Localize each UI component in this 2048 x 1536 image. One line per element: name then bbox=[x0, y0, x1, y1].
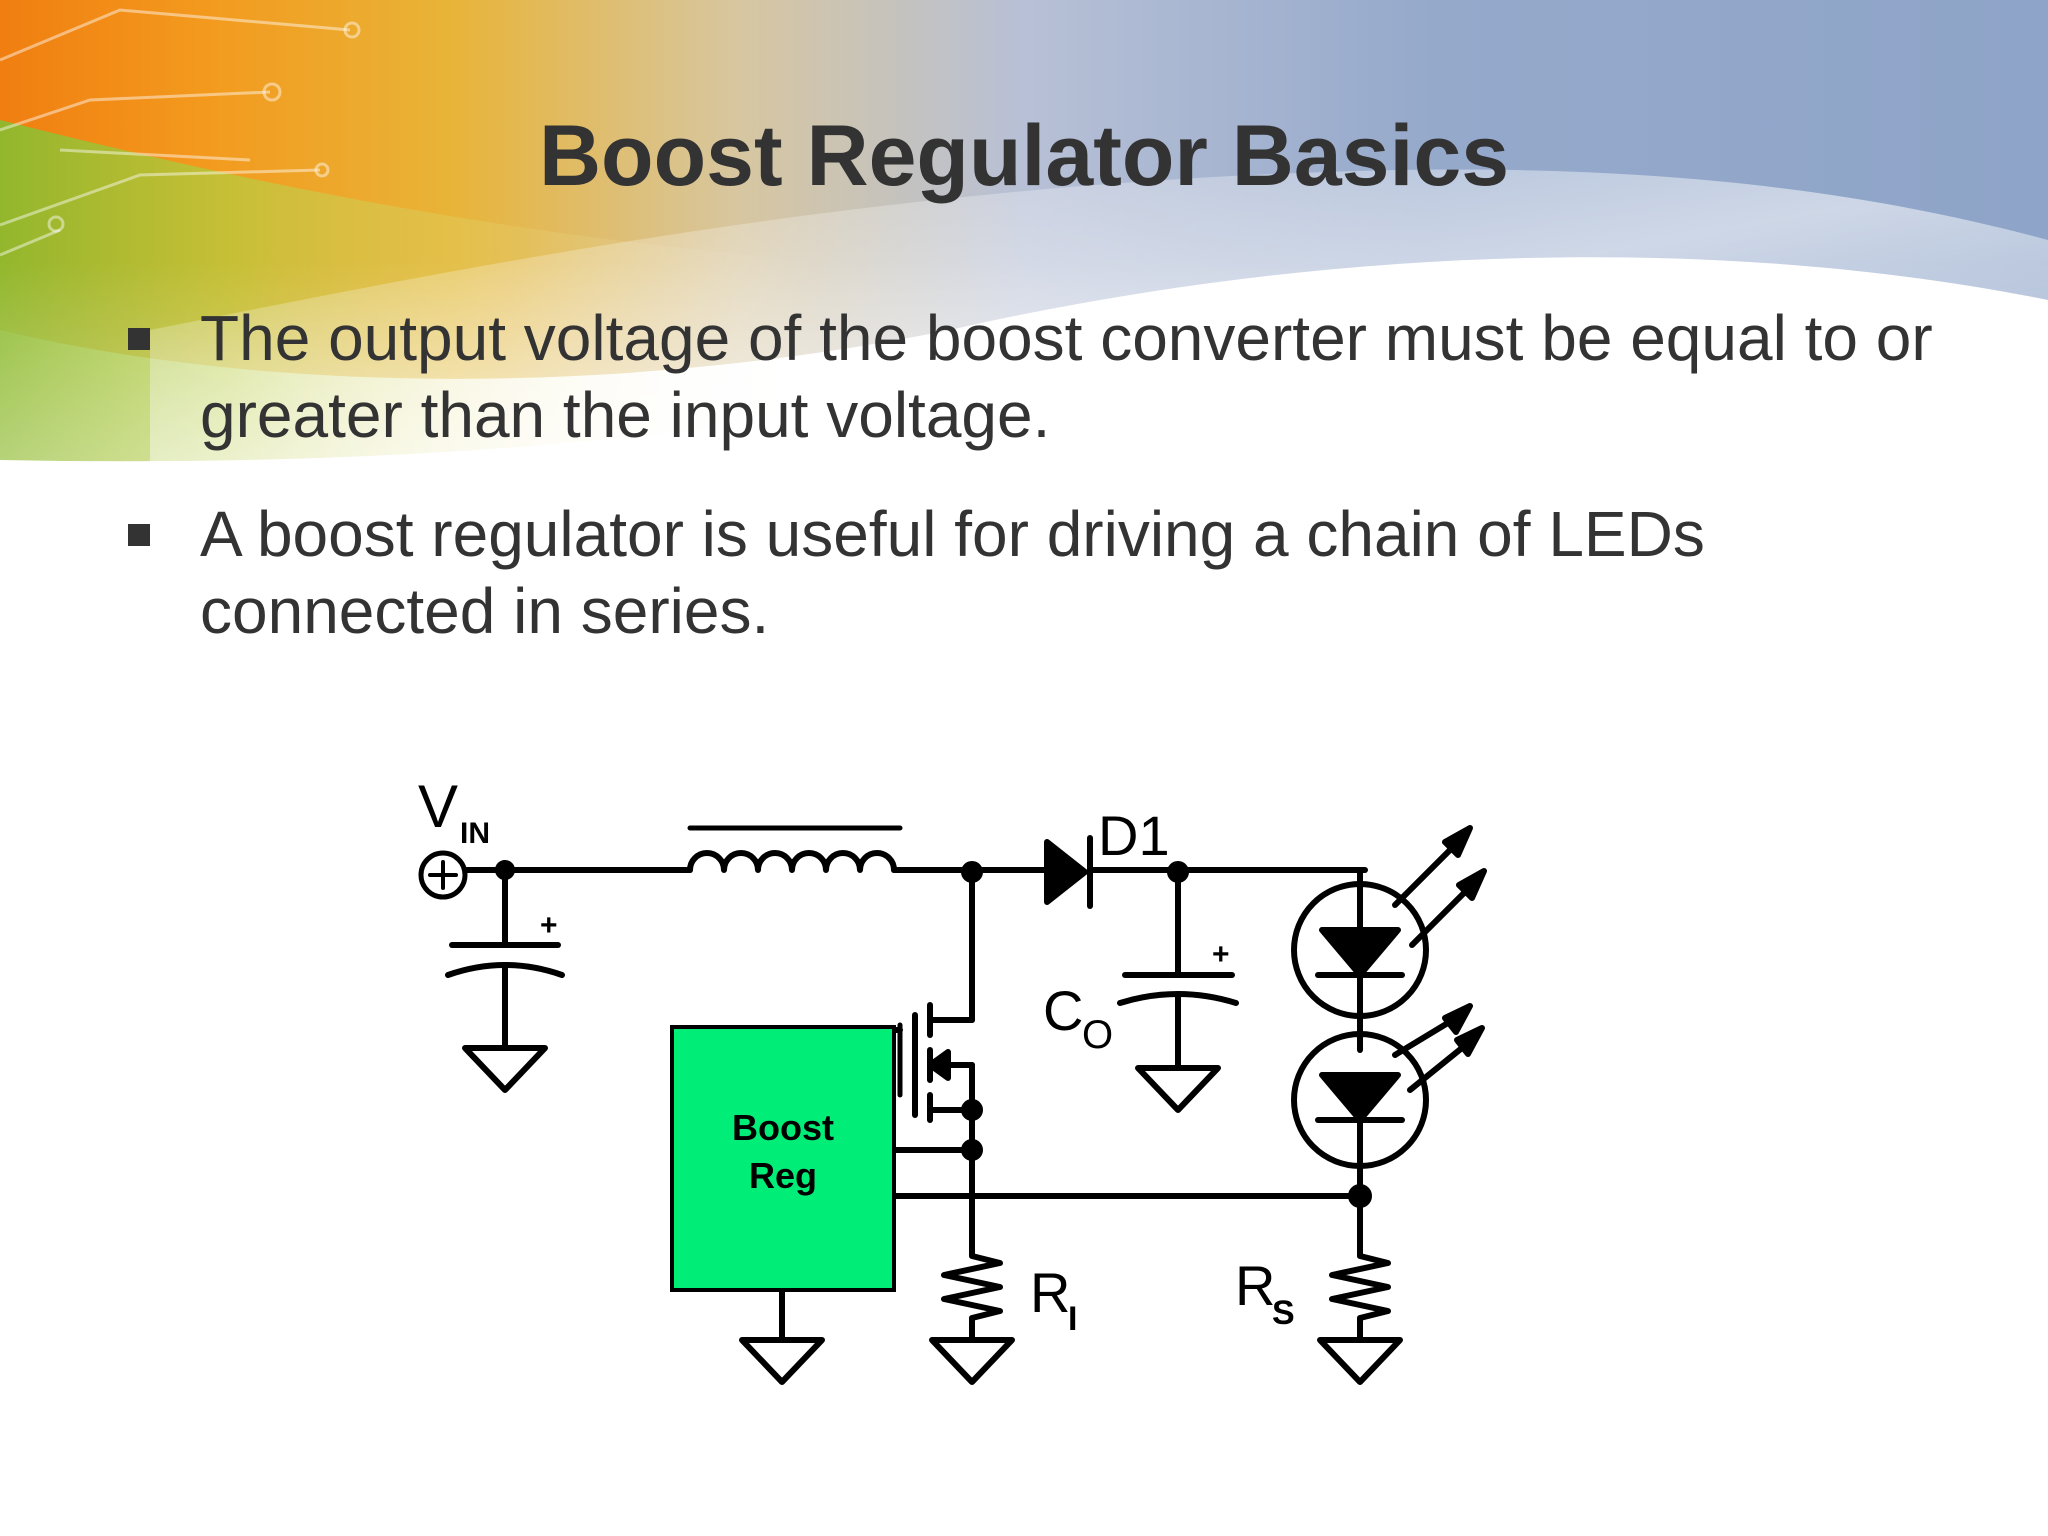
vin-source-icon bbox=[418, 850, 468, 900]
boost-reg-label-line2: Reg bbox=[749, 1155, 817, 1196]
input-cap-polarity: + bbox=[540, 909, 558, 942]
ground-icon bbox=[1317, 1337, 1403, 1385]
resistor-ri-icon bbox=[941, 1245, 1003, 1343]
output-cap-polarity: + bbox=[1212, 938, 1230, 971]
output-capacitor-icon bbox=[1117, 869, 1239, 1071]
co-label-main: C bbox=[1043, 979, 1083, 1042]
rs-label-sub: S bbox=[1272, 1294, 1295, 1332]
rs-label-main: R bbox=[1235, 1254, 1275, 1317]
bullet-text: A boost regulator is useful for driving … bbox=[200, 498, 1705, 647]
ground-icon bbox=[739, 1337, 825, 1385]
inductor-icon bbox=[687, 825, 903, 873]
ground-icon bbox=[929, 1337, 1015, 1385]
ground-icon bbox=[462, 1045, 548, 1093]
diode-d1-label: D1 bbox=[1098, 804, 1170, 867]
boost-regulator-circuit-diagram: Boost Reg V IN + + D1 C O R I R S bbox=[410, 770, 1510, 1440]
bullet-marker bbox=[128, 328, 150, 350]
slide-title: Boost Regulator Basics bbox=[538, 108, 1510, 204]
boost-reg-block bbox=[670, 1025, 896, 1292]
vin-label-main: V bbox=[418, 773, 458, 840]
bullet-marker bbox=[128, 524, 150, 546]
ground-icon bbox=[1135, 1065, 1221, 1113]
boost-reg-label-line1: Boost bbox=[732, 1107, 834, 1148]
resistor-rs-icon bbox=[1329, 1245, 1391, 1343]
bullet-text: The output voltage of the boost converte… bbox=[200, 302, 1933, 451]
ri-label-main: R bbox=[1030, 1261, 1070, 1324]
vin-label-sub: IN bbox=[460, 817, 490, 850]
co-label-sub: O bbox=[1082, 1013, 1113, 1057]
input-capacitor-icon bbox=[445, 867, 565, 1051]
ri-label-sub: I bbox=[1068, 1300, 1077, 1338]
